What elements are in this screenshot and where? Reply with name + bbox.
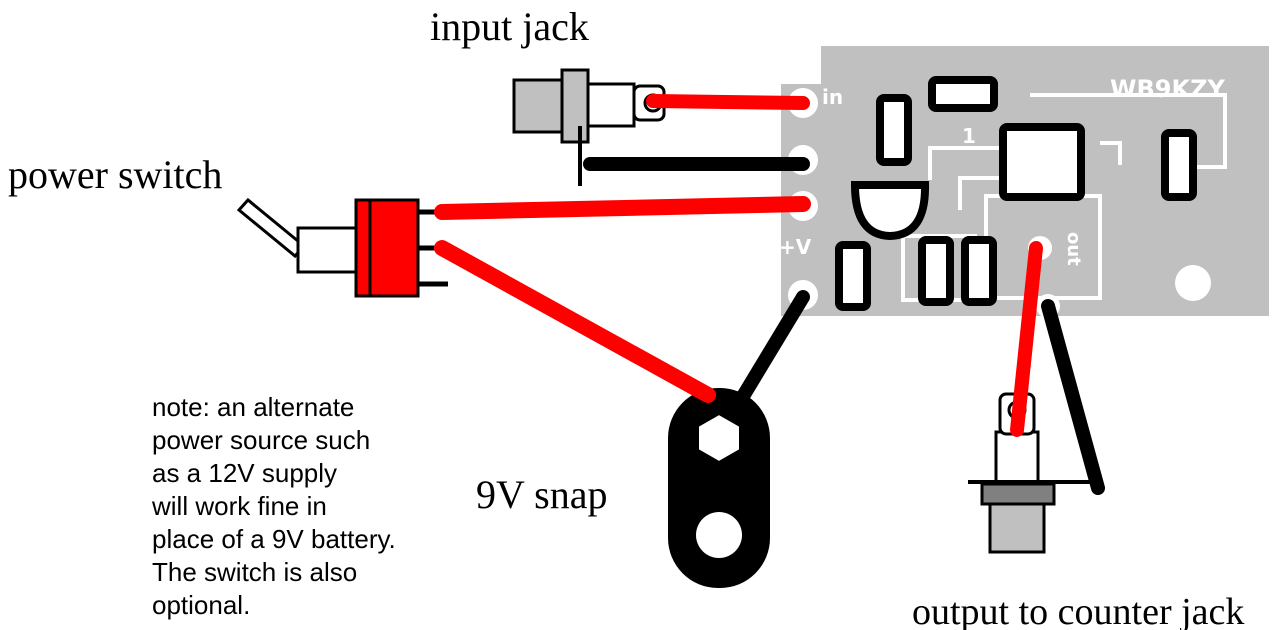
note-line: note: an alternate bbox=[152, 392, 354, 422]
snap-hex-terminal bbox=[697, 412, 741, 464]
snap-body bbox=[668, 388, 770, 588]
label-output-jack: output to counter jack bbox=[912, 591, 1244, 630]
mounting-hole bbox=[1175, 265, 1211, 301]
output-jack-nut bbox=[980, 482, 1056, 506]
label-9v-snap: 9V snap bbox=[476, 472, 607, 517]
board-components bbox=[835, 76, 1197, 311]
resistor-r3 bbox=[1161, 129, 1197, 201]
battery-snap bbox=[668, 388, 770, 588]
switch-lever bbox=[236, 197, 307, 259]
note-line: power source such bbox=[152, 425, 370, 455]
power-switch bbox=[236, 197, 448, 298]
output-jack-sleeve bbox=[994, 430, 1040, 486]
wire-switch-to-vplus bbox=[434, 196, 811, 220]
board-callsign: WB9KZY bbox=[1110, 75, 1225, 103]
resistor-r5 bbox=[918, 236, 954, 306]
input-jack-sleeve bbox=[586, 82, 636, 128]
output-jack-body bbox=[988, 500, 1046, 554]
pad-label-in: in bbox=[822, 85, 843, 109]
transistor bbox=[850, 181, 930, 241]
note-line: optional. bbox=[152, 590, 250, 620]
switch-body-edge bbox=[354, 198, 372, 298]
pin-one-label: 1 bbox=[962, 124, 976, 148]
note-line: place of a 9V battery. bbox=[152, 524, 396, 554]
wire-switch-to-snap bbox=[434, 240, 716, 403]
input-jack-body bbox=[512, 78, 568, 134]
wire-input-signal bbox=[646, 94, 810, 110]
resistor-r6 bbox=[961, 236, 997, 306]
note-line: will work fine in bbox=[151, 491, 327, 521]
note-line: The switch is also bbox=[152, 557, 357, 587]
input-jack bbox=[512, 68, 666, 186]
note-text: note: an alternate power source such as … bbox=[151, 392, 396, 620]
note-line: as a 12V supply bbox=[152, 458, 337, 488]
snap-round-terminal bbox=[696, 512, 742, 558]
wire-output-signal bbox=[1010, 241, 1043, 437]
wire-snap-ground bbox=[735, 290, 810, 405]
pad-label-vplus: +V bbox=[779, 235, 812, 259]
input-jack-nut bbox=[560, 68, 590, 144]
resistor-r2 bbox=[928, 76, 998, 112]
wire-output-ground bbox=[1041, 299, 1105, 495]
ic-chip bbox=[999, 123, 1085, 201]
board-notch-top bbox=[781, 46, 821, 84]
switch-bushing bbox=[296, 226, 358, 274]
label-power-switch: power switch bbox=[8, 152, 222, 197]
resistor-r4 bbox=[835, 241, 871, 311]
label-input-jack: input jack bbox=[430, 4, 589, 49]
pad-label-out: out bbox=[1063, 232, 1084, 266]
resistor-r1 bbox=[876, 94, 912, 166]
wires bbox=[434, 94, 1105, 495]
